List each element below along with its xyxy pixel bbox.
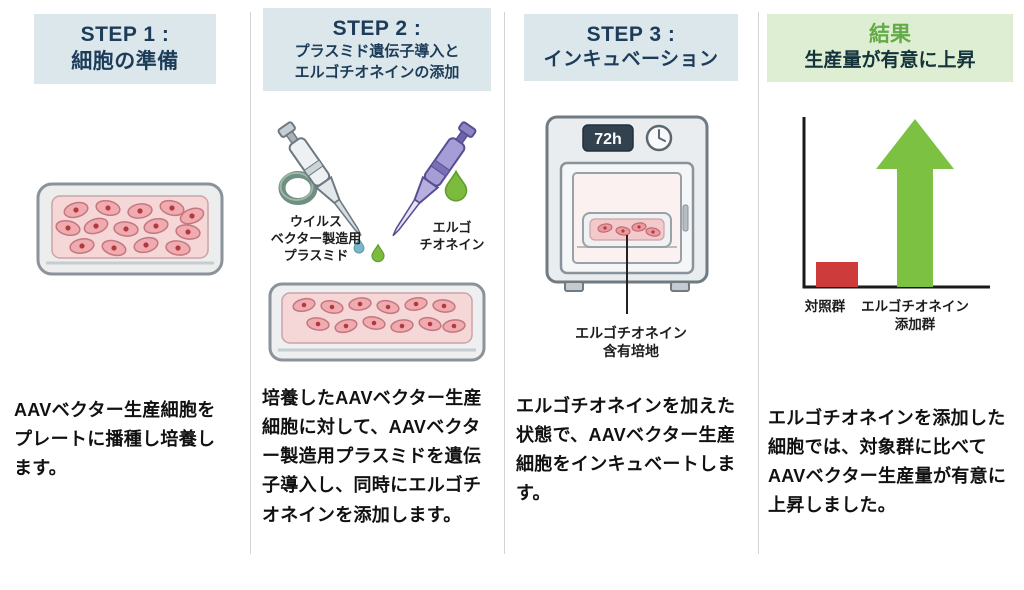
column-divider <box>504 12 505 554</box>
timer-text: 72h <box>594 131 622 148</box>
culture-plate-wide-icon <box>268 282 486 362</box>
pipette-right-icon <box>392 121 477 237</box>
step1-title: STEP 1 : <box>80 23 170 46</box>
column-divider <box>250 12 251 554</box>
ergothioneine-label-line2: チオネイン <box>419 236 485 252</box>
step2-subtitle-1: プラスミド遺伝子導入と <box>294 43 460 61</box>
control-group-text: 対照群 <box>804 299 846 314</box>
step2-description: 培養したAAVベクター生産細胞に対して、AAVベクター製造用プラスミドを遺伝子導… <box>262 388 482 525</box>
step1-description: AAVベクター生産細胞をプレートに播種し培養します。 <box>14 400 216 479</box>
step2-title: STEP 2 : <box>332 17 422 40</box>
incubator-icon: 72h <box>545 115 709 314</box>
plasmid-ring-icon <box>278 171 318 205</box>
ergothioneine-label-line1: エルゴ <box>432 220 472 235</box>
plasmid-label-line2: ベクター製造用 <box>270 230 362 246</box>
incubator-foot <box>670 281 690 292</box>
step1-column: STEP 1 : 細胞の準備 <box>10 8 240 478</box>
result-subtitle: 生産量が有意に上昇 <box>804 50 976 72</box>
plasmid-label-line3: プラスミド <box>283 247 349 263</box>
timer-display: 72h <box>582 124 634 152</box>
column-divider <box>758 12 759 554</box>
result-title: 結果 <box>869 23 911 46</box>
treated-group-label: エルゴチオネイン 添加群 <box>845 298 985 333</box>
result-column: 結果 生産量が有意に上昇 対照群 エルゴチオネイン 添加群 エルゴチオネインを添… <box>764 8 1016 515</box>
pipettes-illustration <box>277 121 477 263</box>
step3-subtitle: インキュベーション <box>543 49 719 71</box>
pipette-left-icon <box>277 121 362 237</box>
clock-icon <box>645 124 673 152</box>
plasmid-label-line1: ウイルス <box>289 214 342 229</box>
step3-title: STEP 3 : <box>586 23 676 46</box>
step3-header: STEP 3 : インキュベーション <box>524 14 738 81</box>
step3-column: STEP 3 : インキュベーション 72h <box>512 8 750 503</box>
control-group-label: 対照群 <box>789 298 861 316</box>
ergothioneine-label: エルゴ チオネイン <box>408 220 496 254</box>
step1-subtitle: 細胞の準備 <box>71 50 179 74</box>
green-droplet-small-icon <box>371 243 385 263</box>
up-arrow-icon <box>876 119 954 287</box>
step2-column: STEP 2 : プラスミド遺伝子導入と エルゴチオネインの添加 <box>258 8 496 525</box>
step2-subtitle-2: エルゴチオネインの添加 <box>294 63 460 81</box>
treated-group-line1: エルゴチオネイン <box>861 299 969 314</box>
step2-header: STEP 2 : プラスミド遺伝子導入と エルゴチオネインの添加 <box>263 8 491 91</box>
incubator-foot <box>564 281 584 292</box>
medium-label: エルゴチオネイン 含有培地 <box>546 324 716 360</box>
buffer-droplet-icon <box>353 237 365 254</box>
door-handle <box>682 204 689 232</box>
result-description: エルゴチオネインを添加した細胞では、対象群に比べてAAVベクター生産量が有意に上… <box>768 408 1007 516</box>
ergothioneine-droplet-icon <box>444 169 468 202</box>
medium-label-line1: エルゴチオネイン <box>575 325 687 341</box>
result-header: 結果 生産量が有意に上昇 <box>767 14 1013 82</box>
result-chart <box>802 117 990 289</box>
treated-group-line2: 添加群 <box>894 316 936 332</box>
step1-header: STEP 1 : 細胞の準備 <box>34 14 216 84</box>
medium-label-line2: 含有培地 <box>603 343 659 360</box>
step3-description: エルゴチオネインを加えた状態で、AAVベクター生産細胞をインキュベートします。 <box>516 396 736 504</box>
plasmid-label: ウイルス ベクター製造用 プラスミド <box>260 214 372 265</box>
control-bar <box>816 262 858 287</box>
culture-plate-icon <box>36 182 224 276</box>
